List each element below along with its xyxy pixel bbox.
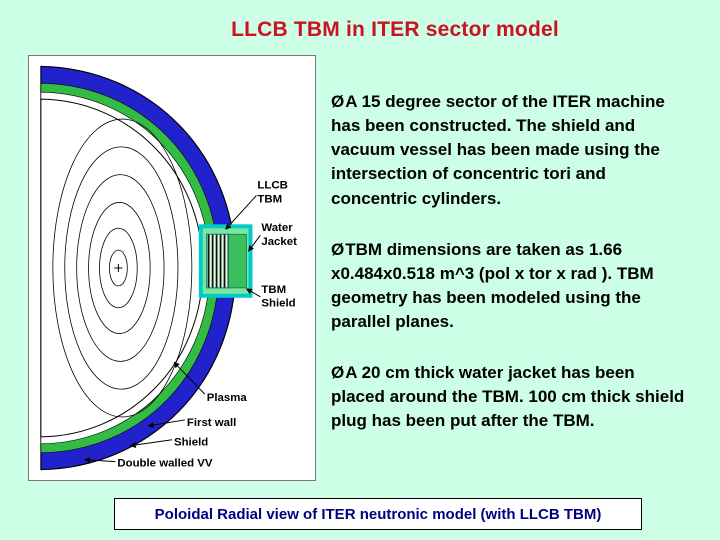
bullet-text: A 20 cm thick water jacket has been plac… [331, 363, 685, 431]
bullet-item-3: ØA 20 cm thick water jacket has been pla… [331, 361, 693, 433]
bullet-text: A 15 degree sector of the ITER machine h… [331, 92, 665, 208]
label-tbm-shield-line2: Shield [261, 298, 295, 310]
bullet-list: ØA 15 degree sector of the ITER machine … [331, 90, 693, 461]
label-double-walled-vv: Double walled VV [117, 458, 212, 470]
bullet-item-1: ØA 15 degree sector of the ITER machine … [331, 90, 693, 211]
label-first-wall: First wall [187, 417, 236, 429]
caption-box: Poloidal Radial view of ITER neutronic m… [114, 498, 642, 530]
bullet-glyph: Ø [331, 363, 345, 383]
bullet-glyph: Ø [331, 92, 345, 111]
iter-cross-section-diagram: LLCB TBM Water Jacket TBM Shield Plasma … [40, 65, 297, 471]
tbm-shield-plug [228, 233, 247, 289]
iter-sector-figure: LLCB TBM Water Jacket TBM Shield Plasma … [28, 55, 316, 481]
page-title: LLCB TBM in ITER sector model [231, 18, 559, 41]
label-water-jacket-line2: Jacket [261, 236, 297, 248]
label-shield: Shield [174, 437, 208, 449]
tbm-striped-box [206, 233, 230, 289]
bullet-item-2: ØTBM dimensions are taken as 1.66 x0.484… [331, 238, 693, 335]
caption-text: Poloidal Radial view of ITER neutronic m… [154, 505, 602, 523]
plasma-contours [52, 118, 193, 418]
bullet-glyph: Ø [331, 239, 345, 259]
label-plasma: Plasma [207, 392, 248, 404]
label-tbm-shield-line1: TBM [261, 284, 286, 296]
label-llcb-tbm-line1: LLCB [257, 180, 287, 192]
bullet-text: TBM dimensions are taken as 1.66 x0.484x… [331, 239, 654, 331]
label-llcb-tbm-line2: TBM [257, 193, 282, 205]
label-water-jacket-line1: Water [261, 222, 293, 234]
callout-arrows [84, 195, 261, 463]
